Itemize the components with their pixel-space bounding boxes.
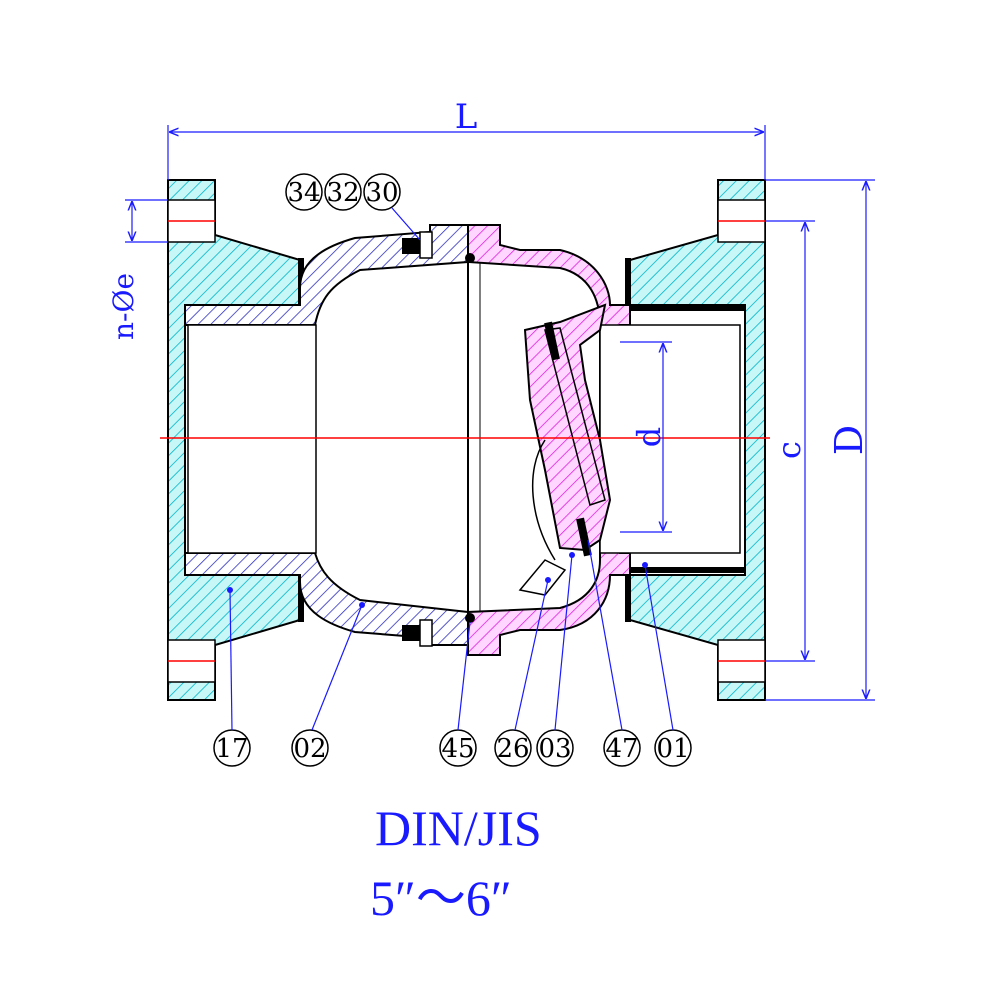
bolt-top [402, 231, 475, 263]
valve-body-left [184, 224, 469, 646]
dimension-d-label: d [630, 427, 668, 447]
callout-03: 03 [538, 734, 571, 764]
swing-disc [518, 303, 612, 596]
callout-45: 45 [441, 734, 474, 764]
dimension-bolt-holes: n-Øe [107, 199, 168, 340]
dimension-L: L [167, 97, 766, 180]
right-flange [620, 179, 766, 701]
callout-32: 32 [326, 178, 359, 208]
dimension-c: c [765, 220, 815, 662]
dimension-d: d [620, 341, 672, 533]
dimension-c-label: c [770, 441, 808, 459]
dimension-bolt-holes-label: n-Øe [107, 273, 140, 340]
bolt-bottom [402, 613, 475, 647]
callouts-bottom: 17 02 45 26 03 47 01 [213, 539, 692, 767]
callout-01: 01 [656, 734, 689, 764]
dimension-L-label: L [455, 97, 478, 137]
callout-30: 30 [365, 178, 398, 208]
callout-34: 34 [287, 178, 320, 208]
standard-label: DIN/JIS [375, 800, 542, 856]
callout-17: 17 [215, 734, 248, 764]
valve-body-right [467, 224, 741, 656]
callout-26: 26 [496, 734, 529, 764]
size-range-label: 5″～6″ [370, 870, 512, 926]
dimension-D-label: D [827, 425, 871, 455]
callout-47: 47 [605, 734, 638, 764]
callouts-top: 34 32 30 [285, 173, 421, 241]
dimension-D: D [765, 179, 875, 701]
callout-02: 02 [293, 734, 326, 764]
